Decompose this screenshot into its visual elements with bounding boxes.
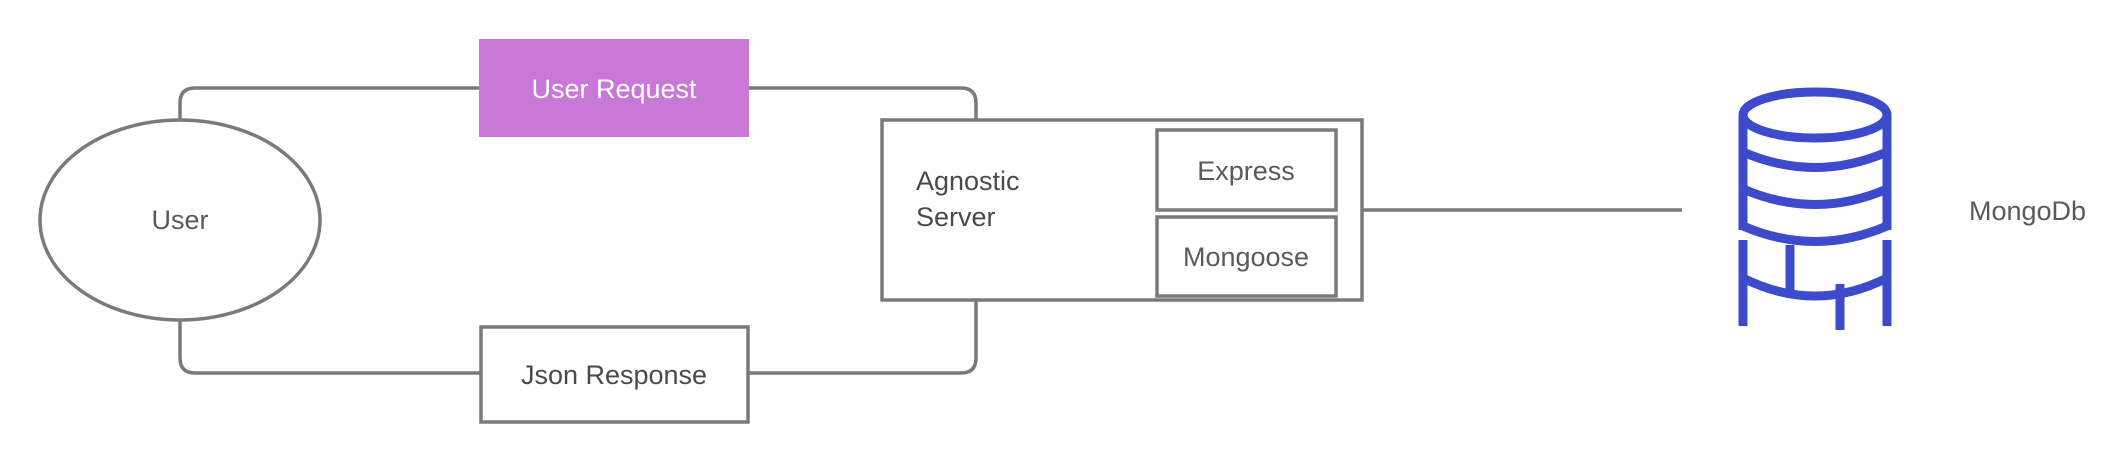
connector-response-to-user [178, 320, 480, 375]
connector-user-to-request [178, 86, 480, 120]
mongoose-label: Mongoose [1183, 242, 1309, 272]
server-label-line2: Server [916, 202, 996, 232]
json-response-node: Json Response [479, 325, 750, 424]
express-node: Express [1155, 128, 1338, 212]
connector-request-to-server [748, 86, 978, 120]
database-label: MongoDb [1969, 196, 2086, 226]
user-request-node: User Request [479, 39, 749, 137]
server-label-line1: Agnostic [916, 166, 1020, 196]
user-request-label: User Request [531, 74, 697, 104]
user-label: User [151, 205, 208, 235]
json-response-label: Json Response [521, 360, 707, 390]
user-node: User [38, 118, 322, 322]
mongoose-node: Mongoose [1155, 215, 1338, 298]
agnostic-server-node: Agnostic Server Express Mongoose [880, 118, 1364, 302]
connector-server-to-response [748, 300, 978, 375]
database-icon [1738, 87, 1892, 330]
express-label: Express [1197, 156, 1295, 186]
